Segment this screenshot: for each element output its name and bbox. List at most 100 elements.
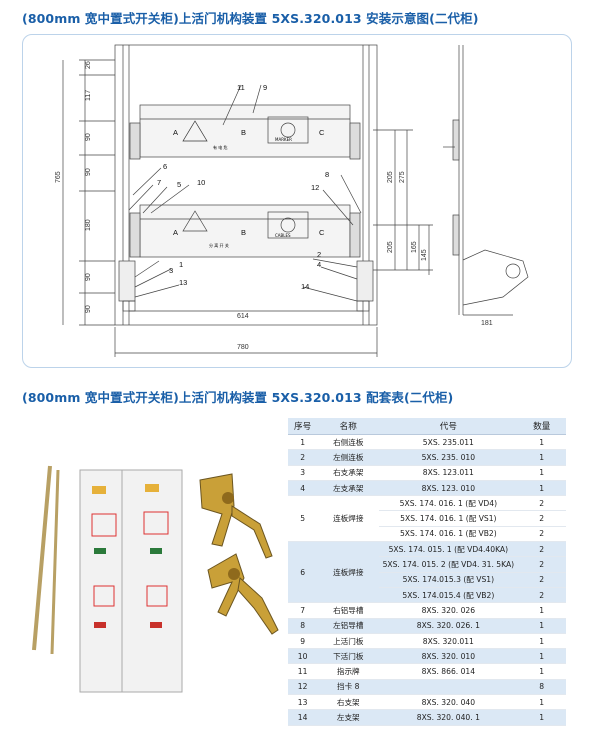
cell-qty: 2 (517, 510, 566, 527)
cell-qty: 1 (517, 449, 566, 466)
lower-letter-a: A (173, 228, 178, 237)
dim-26: 26 (85, 61, 92, 69)
cell-no: 3 (288, 465, 318, 481)
lower-letter-c: C (319, 228, 325, 237)
cell-code: 8XS. 866. 014 (379, 663, 518, 680)
dim-117: 117 (85, 90, 92, 101)
cell-qty: 1 (517, 618, 566, 634)
dim-181: 181 (481, 320, 493, 327)
upper-shutter-plate (121, 469, 183, 693)
cell-qty: 1 (517, 465, 566, 481)
callout-12: 12 (311, 183, 319, 192)
cell-no: 5 (288, 495, 318, 543)
dim-90-a: 90 (85, 133, 92, 141)
cell-qty: 1 (517, 633, 566, 650)
upper-letter-c: C (319, 128, 325, 137)
cell-code: 5XS. 174.015.3 (配 VS1) (379, 572, 518, 588)
cell-qty: 1 (517, 648, 566, 665)
table-row: 12 挡卡 8 8 (288, 679, 566, 696)
table-row: 5 连板焊接 5XS. 174. 016. 1 (配 VD4) 2 (288, 495, 566, 543)
table-row: 4 左支承架 8XS. 123. 010 1 (288, 480, 566, 497)
table-row: 10 下活门板 8XS. 320. 010 1 (288, 648, 566, 665)
callout-9: 9 (263, 83, 267, 92)
callout-2: 2 (317, 250, 321, 259)
cell-qty: 2 (517, 541, 566, 558)
cell-no: 8 (288, 618, 318, 634)
table-row: 14 左支架 8XS. 320. 040. 1 1 (288, 709, 566, 726)
table-title: (800mm 宽中置式开关柜)上活门机构装置 5XS.320.013 配套表(二… (22, 390, 454, 405)
dim-90-b: 90 (85, 168, 92, 176)
cell-no: 7 (288, 602, 318, 619)
cell-qty: 1 (517, 480, 566, 497)
table-row: 2 左侧连板 5XS. 235. 010 1 (288, 449, 566, 466)
dim-765: 765 (55, 171, 62, 183)
upper-letter-a: A (173, 128, 178, 137)
cell-name: 连板焊接 (317, 541, 380, 604)
callout-1: 1 (179, 260, 183, 269)
cell-code: 5XS. 235.011 (379, 434, 518, 451)
lower-letter-b: B (241, 228, 246, 237)
lower-indicator-text: CABLES (275, 233, 291, 238)
cell-no: 6 (288, 541, 318, 604)
col-header-name: 名称 (317, 418, 380, 435)
table-row: 1 右侧连板 5XS. 235.011 1 (288, 434, 566, 451)
cell-qty: 2 (517, 556, 566, 573)
callout-10: 10 (197, 178, 205, 187)
table-row: 3 右支承架 8XS. 123.011 1 (288, 465, 566, 481)
drawing-title: (800mm 宽中置式开关柜)上活门机构装置 5XS.320.013 安装示意图… (22, 11, 479, 26)
cell-code (379, 679, 518, 696)
components-photo (32, 465, 279, 693)
cell-name: 右支架 (317, 694, 380, 711)
cell-code: 8XS. 123. 010 (379, 480, 518, 497)
table-row: 5XS. 174. 016. 1 (配 VB2) 2 (288, 526, 566, 543)
cell-name: 下活门板 (317, 648, 380, 665)
cell-code: 5XS. 174. 015. 2 (配 VD4. 31. 5KA) (379, 556, 518, 573)
table-row: 6 连板焊接 5XS. 174. 015. 1 (配 VD4.40KA) 2 (288, 541, 566, 604)
technical-drawing-svg: 26 117 90 90 180 90 90 765 205 275 205 1… (55, 44, 529, 357)
cell-code: 8XS. 123.011 (379, 465, 518, 481)
cell-no: 4 (288, 480, 318, 497)
cell-no: 14 (288, 709, 318, 726)
cell-name: 右侧连板 (317, 434, 380, 451)
cell-qty: 2 (517, 587, 566, 604)
callout-11: 11 (237, 83, 245, 92)
cell-name: 上活门板 (317, 633, 380, 650)
cell-qty: 1 (517, 663, 566, 680)
callout-7: 7 (157, 178, 161, 187)
col-header-qty: 数量 (517, 418, 566, 435)
cell-qty: 8 (517, 679, 566, 696)
dim-90-d: 90 (85, 305, 92, 313)
cell-name: 挡卡 8 (317, 679, 380, 696)
dim-145: 145 (421, 249, 428, 261)
dim-275: 275 (399, 171, 406, 183)
dim-180: 180 (85, 219, 92, 231)
callout-14: 14 (301, 282, 309, 291)
callout-4: 4 (317, 260, 321, 269)
cell-no: 11 (288, 663, 318, 680)
upper-sign-text: 有 电 危 (213, 144, 228, 150)
lower-sign-text: 分 离 开 关 (209, 242, 229, 248)
cell-no: 2 (288, 449, 318, 466)
cell-qty: 1 (517, 709, 566, 726)
cell-qty: 1 (517, 434, 566, 451)
upper-letter-b: B (241, 128, 246, 137)
table-row: 5XS. 174. 015. 2 (配 VD4. 31. 5KA) 2 (288, 556, 566, 573)
cell-code: 5XS. 174. 015. 1 (配 VD4.40KA) (379, 541, 518, 558)
col-header-no: 序号 (288, 418, 318, 435)
parts-table: 序号 名称 代号 数量 1 右侧连板 5XS. 235.011 1 2 左侧连板… (288, 418, 566, 726)
callout-6: 6 (163, 162, 167, 171)
dim-205-a: 205 (387, 171, 394, 183)
dim-780: 780 (237, 344, 249, 351)
table-row: 5XS. 174.015.3 (配 VS1) 2 (288, 572, 566, 588)
callout-13: 13 (179, 278, 187, 287)
cell-qty: 1 (517, 694, 566, 711)
cell-qty: 1 (517, 602, 566, 619)
cell-name: 左侧连板 (317, 449, 380, 466)
table-row: 5XS. 174. 016. 1 (配 VS1) 2 (288, 510, 566, 527)
cell-code: 8XS. 320. 010 (379, 648, 518, 665)
cell-code: 5XS. 174. 016. 1 (配 VS1) (379, 510, 518, 527)
dim-165: 165 (411, 241, 418, 253)
cell-code: 8XS. 320. 026. 1 (379, 618, 518, 634)
table-row: 7 右铝导槽 8XS. 320. 026 1 (288, 602, 566, 619)
installation-drawing: 26 117 90 90 180 90 90 765 205 275 205 1… (22, 34, 572, 368)
